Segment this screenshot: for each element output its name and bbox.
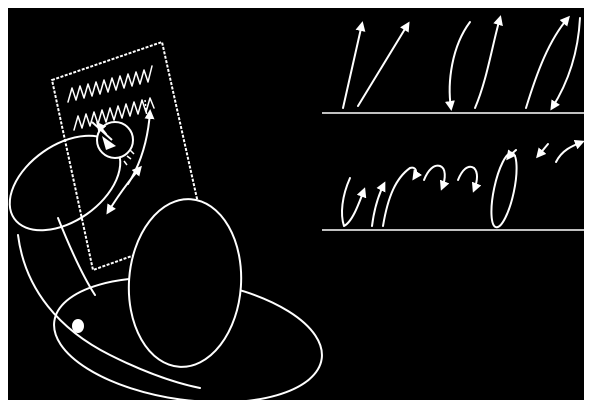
pen-tip-circle xyxy=(97,122,133,158)
knuckle-dot xyxy=(72,319,84,333)
black-background xyxy=(8,8,584,400)
